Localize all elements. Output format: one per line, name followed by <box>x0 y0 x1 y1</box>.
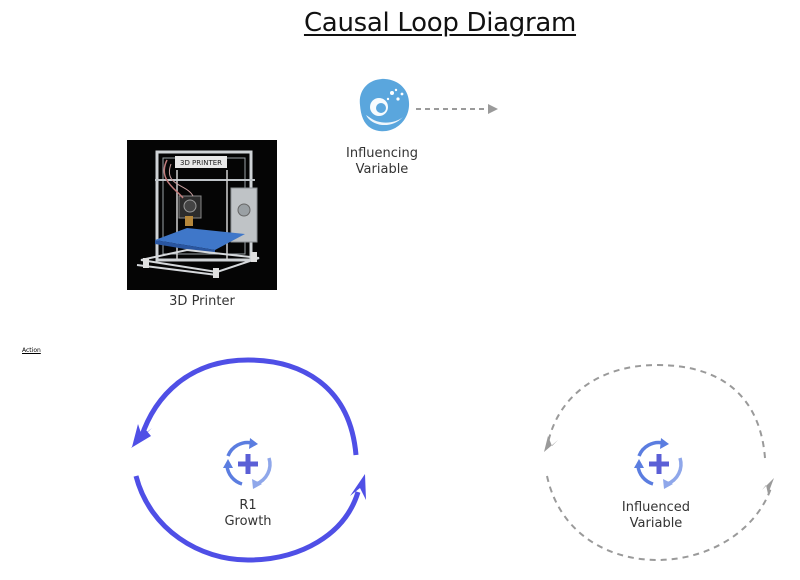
r1-loop-label: R1 Growth <box>224 498 272 529</box>
r1-loop[interactable] <box>131 357 366 563</box>
influencing-variable-icon[interactable] <box>352 75 412 135</box>
influenced-loop-top-arc <box>546 363 766 459</box>
r1-arrowhead-right <box>350 474 366 500</box>
r1-loop-top-arc <box>138 357 359 456</box>
printer-caption: 3D Printer <box>169 294 235 309</box>
printer-sign-text: 3D PRINTER <box>180 159 222 167</box>
influenced-arrowhead-right <box>762 478 774 494</box>
3d-printer-image[interactable]: 3D PRINTER <box>127 140 277 290</box>
influenced-variable-label: Influenced Variable <box>621 500 691 531</box>
r1-arrowhead-left-2 <box>131 430 151 448</box>
printer-illustration: 3D PRINTER <box>127 140 277 290</box>
influenced-loop[interactable] <box>544 363 774 562</box>
r1-reinforcing-icon <box>223 438 272 489</box>
influencing-variable-label: Influencing Variable <box>346 146 418 177</box>
page-title: Causal Loop Diagram <box>303 8 577 38</box>
influenced-loop-bottom-arc <box>546 475 773 562</box>
action-link[interactable]: Action <box>22 347 41 354</box>
influenced-reinforcing-icon <box>634 438 683 489</box>
r1-loop-bottom-arc <box>133 475 361 563</box>
influenced-arrowhead-left <box>544 436 558 452</box>
